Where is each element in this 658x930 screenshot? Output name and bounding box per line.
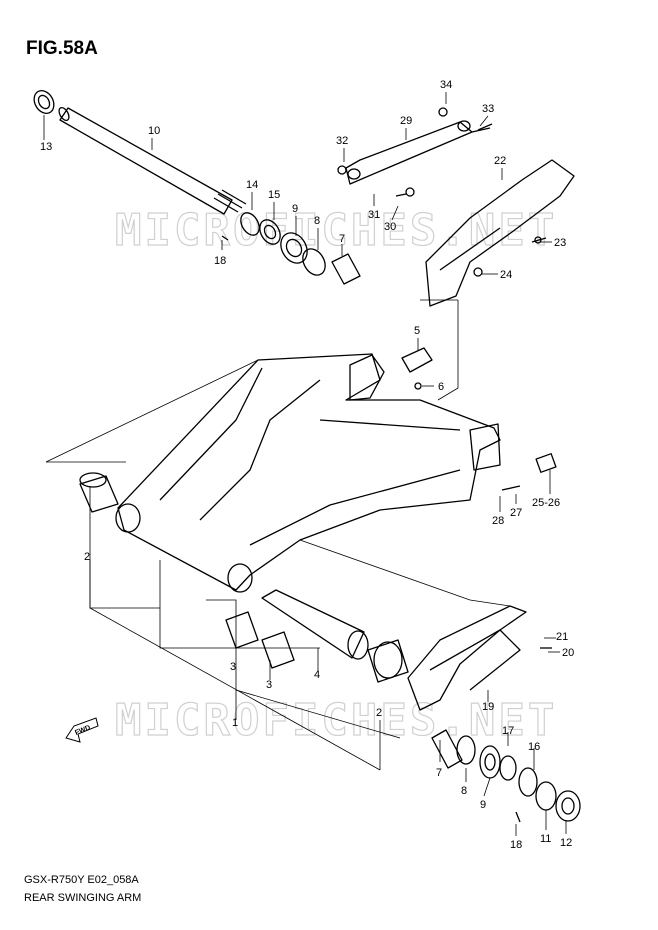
part-label: 9 [480, 799, 486, 811]
watermark-bottom: MICROFICHES.NET [115, 695, 557, 746]
part-label: 30 [384, 221, 396, 233]
part-label: 19 [482, 701, 494, 713]
chain-buffer-19 [407, 605, 527, 711]
part-label: 5 [414, 325, 420, 337]
small-bolts [221, 123, 557, 823]
swingarm-body-shape [115, 353, 501, 593]
part-label: 4 [314, 669, 320, 681]
nut-13-shape [33, 90, 55, 114]
axle-10-shape [58, 106, 247, 215]
part-label: 17 [502, 725, 514, 737]
pivot-parts-shape [225, 589, 409, 683]
part-label: 24 [500, 269, 512, 281]
bushing-2-left [79, 472, 119, 513]
part-label: 32 [336, 135, 348, 147]
diagram-code: GSX-R750Y E02_058A [24, 874, 139, 886]
diagram-name: REAR SWINGING ARM [24, 892, 142, 904]
part-label: 3 [266, 679, 272, 691]
part-label: 28 [492, 515, 504, 527]
part-label: 1 [232, 717, 238, 729]
part-label: 6 [438, 381, 444, 393]
bracket-5 [401, 347, 433, 390]
part-label: 8 [314, 215, 320, 227]
part-label: 7 [436, 767, 442, 779]
part-label: 33 [482, 103, 494, 115]
part-label: 31 [368, 209, 380, 221]
part-label: 25-26 [532, 497, 560, 509]
part-label: 18 [214, 255, 226, 267]
part-label: 3 [230, 661, 236, 673]
watermark-top: MICROFICHES.NET [115, 205, 557, 256]
fwd-arrow-icon: FWD [65, 717, 99, 743]
part-label: 13 [40, 141, 52, 153]
part-label: 29 [400, 115, 412, 127]
part-label: 2 [84, 551, 90, 563]
part-label: 11 [540, 833, 551, 845]
part-label: 16 [528, 741, 540, 753]
part-label: 8 [461, 785, 467, 797]
part-label: 27 [510, 507, 522, 519]
figure-title: FIG.58A [26, 38, 98, 59]
part-label: 9 [292, 203, 298, 215]
bearing-stack-top [240, 212, 361, 285]
part-label: 14 [246, 179, 258, 191]
torque-rod-29 [337, 107, 491, 197]
part-label: 15 [268, 189, 280, 201]
part-label: 20 [562, 647, 574, 659]
part-label: 7 [339, 233, 345, 245]
part-label: 34 [440, 79, 452, 91]
part-label: 18 [510, 839, 522, 851]
part-label: 12 [560, 837, 572, 849]
part-label: 2 [376, 707, 382, 719]
leader-lines [43, 92, 567, 836]
part-label: 21 [556, 631, 568, 643]
part-label: 22 [494, 155, 506, 167]
part-label: 23 [554, 237, 566, 249]
part-label: 10 [148, 125, 160, 137]
